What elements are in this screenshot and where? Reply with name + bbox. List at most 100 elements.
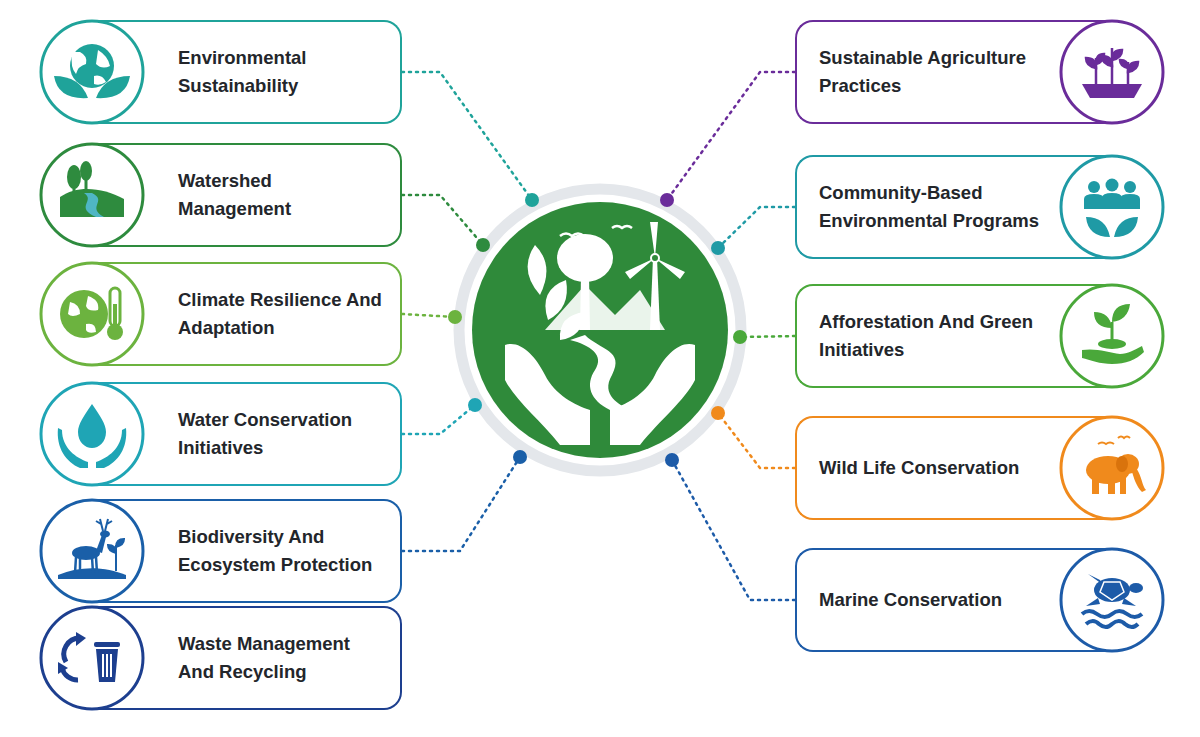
topic-label: Watershed Management — [178, 167, 390, 223]
leaves — [1094, 304, 1130, 328]
leader-line — [402, 405, 475, 434]
topic-label: Afforestation And Green Initiatives — [819, 308, 1054, 364]
topic-label: Environmental Sustainability — [178, 44, 390, 100]
turtle-head — [1129, 583, 1143, 593]
leader-line — [718, 413, 795, 468]
leaf — [560, 312, 585, 340]
topic-box: Environmental Sustainability — [92, 20, 402, 124]
right-hand — [610, 344, 695, 445]
leader-line — [402, 195, 483, 245]
topic-box: Marine Conservation — [795, 548, 1112, 652]
trunk — [85, 179, 88, 191]
turtle-icon — [1061, 549, 1163, 651]
icon-ring — [1061, 417, 1163, 519]
leaf — [528, 245, 547, 295]
body — [1084, 194, 1104, 209]
recycle-bin-icon — [41, 607, 143, 709]
topic-label: Wild Life Conservation — [819, 454, 1054, 482]
topic-label: Community-Based Environmental Programs — [819, 179, 1054, 235]
dot — [513, 450, 527, 464]
bin-lid — [94, 642, 120, 647]
hand-sprout-icon — [1061, 285, 1163, 387]
river — [570, 335, 630, 410]
leader-line — [672, 460, 795, 600]
leader-line — [718, 207, 795, 248]
continents — [68, 296, 98, 333]
body — [1120, 194, 1140, 209]
topic-box: Waste Management And Recycling — [92, 606, 402, 710]
connector-dots — [448, 193, 747, 467]
shell-pattern — [1100, 582, 1124, 600]
elephant-icon — [1061, 417, 1163, 519]
icon-ring — [41, 144, 143, 246]
tree — [80, 161, 92, 181]
soil — [1098, 339, 1126, 349]
topic-label: Biodiversity And Ecosystem Protection — [178, 523, 390, 579]
dot — [733, 330, 747, 344]
leader-line — [402, 457, 520, 551]
arrowhead — [58, 662, 68, 674]
wave — [1086, 621, 1138, 627]
center-emblem — [448, 189, 747, 471]
leader-lines — [402, 72, 795, 600]
topic-label: Sustainable Agriculture Practices — [819, 44, 1054, 100]
mercury — [113, 304, 117, 328]
icon-ring — [1061, 549, 1163, 651]
leader-line — [667, 72, 795, 200]
left-hand — [505, 344, 590, 445]
wave — [1082, 611, 1142, 617]
water-hands-icon — [41, 383, 143, 485]
topic-box: Afforestation And Green Initiatives — [795, 284, 1112, 388]
emblem-art — [505, 222, 695, 445]
leader-line — [402, 72, 532, 200]
leader-line — [402, 314, 455, 317]
legs — [75, 557, 97, 573]
landscape-icon — [41, 144, 143, 246]
icon-ring — [1061, 21, 1163, 123]
dot — [665, 453, 679, 467]
bird — [1098, 443, 1114, 445]
deer-head — [100, 531, 110, 538]
leaf — [96, 76, 130, 98]
topic-box: Community-Based Environmental Programs — [795, 155, 1112, 259]
center-ring — [459, 189, 741, 471]
tree-crown — [557, 234, 613, 282]
hill — [60, 189, 124, 217]
river — [84, 193, 104, 217]
icon-ring — [41, 383, 143, 485]
topic-label: Marine Conservation — [819, 586, 1054, 614]
topic-box: Wild Life Conservation — [795, 416, 1112, 520]
leaves — [1086, 217, 1138, 237]
leaf — [545, 280, 567, 320]
globe — [60, 290, 108, 338]
windmill-hub — [651, 254, 659, 262]
leaves — [1120, 60, 1138, 72]
arrowhead — [76, 632, 86, 646]
center-disc — [472, 202, 728, 458]
topic-box: Water Conservation Initiatives — [92, 382, 402, 486]
deer-neck — [96, 535, 106, 553]
dot — [448, 310, 462, 324]
body — [1102, 193, 1122, 209]
leader-line — [740, 336, 795, 337]
head — [1088, 181, 1100, 193]
dot — [711, 406, 725, 420]
bin — [96, 649, 118, 682]
hand — [1082, 346, 1144, 364]
bird — [560, 234, 584, 237]
hand — [58, 428, 88, 468]
topic-label: Climate Resilience And Adaptation — [178, 286, 390, 342]
topic-box: Sustainable Agriculture Practices — [795, 20, 1112, 124]
ear — [1116, 456, 1128, 472]
plants-icon — [1061, 21, 1163, 123]
globe-leaf-icon — [41, 21, 143, 123]
sprouts — [1086, 48, 1138, 84]
windmill-blades — [625, 222, 685, 279]
droplet — [78, 404, 106, 448]
trunk — [1132, 468, 1146, 492]
trunk — [73, 187, 76, 197]
icon-ring — [41, 500, 143, 602]
topic-label: Water Conservation Initiatives — [178, 406, 390, 462]
flippers — [1086, 574, 1136, 606]
